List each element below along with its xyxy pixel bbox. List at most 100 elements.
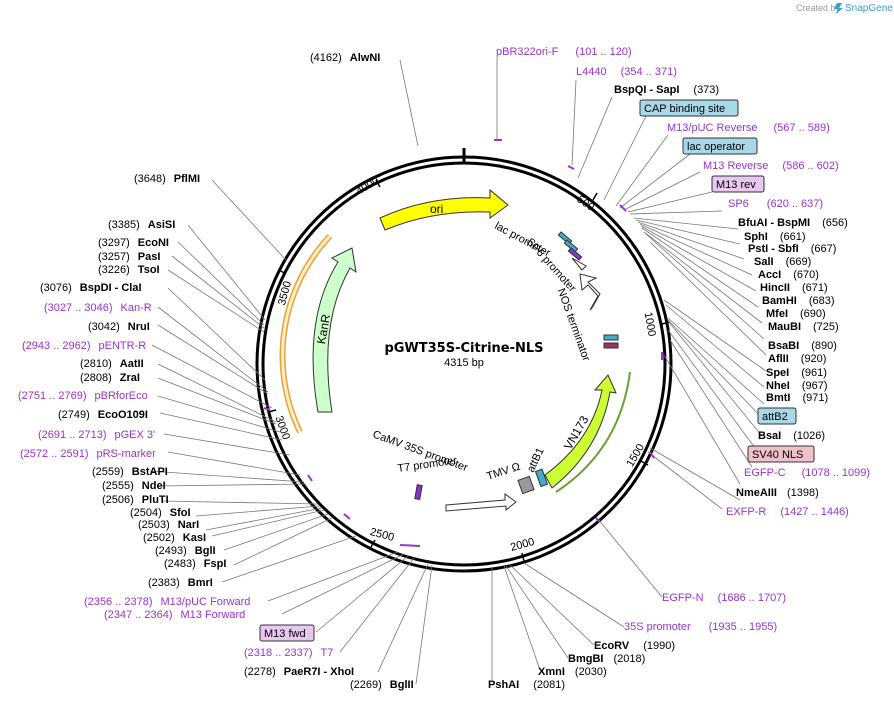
feature-box-attb2[interactable] xyxy=(757,407,797,425)
site-alwni[interactable]: (4162)AlwNI xyxy=(310,52,380,64)
watermark-brand: SnapGene xyxy=(845,3,893,14)
primer-t7[interactable]: (2318 .. 2337)T7 xyxy=(244,647,333,659)
feature-nos-terminator-arrow[interactable] xyxy=(579,273,601,311)
site-aflii[interactable]: AflII(920) xyxy=(768,353,826,365)
site-nhei[interactable]: NheI(967) xyxy=(766,380,828,392)
backbone-inner xyxy=(261,161,667,567)
site-psti-sbfi[interactable]: PstI - SbfI(667) xyxy=(748,243,836,255)
primer-pgex-3[interactable]: (2691 .. 2713)pGEX 3' xyxy=(38,429,155,441)
primer-m13-forward[interactable]: (2347 .. 2364)M13 Forward xyxy=(104,609,245,621)
site-maubi[interactable]: MauBI(725) xyxy=(768,321,839,333)
site-fspi[interactable]: (2483)FspI xyxy=(164,558,226,570)
plasmid-name: pGWT35S-Citrine-NLS xyxy=(384,341,543,356)
site-bmgbi[interactable]: BmgBI(2018) xyxy=(568,653,645,665)
site-bmti[interactable]: BmtI(971) xyxy=(766,392,828,404)
site-tsoi[interactable]: (3226)TsoI xyxy=(98,264,160,276)
feature-cap-binding-site-label: CAP binding site xyxy=(644,103,725,115)
site-nmeaiii[interactable]: NmeAIII(1398) xyxy=(736,487,819,499)
site-ecoo109i[interactable]: (2749)EcoO109I xyxy=(58,409,148,421)
primer-sp6[interactable]: SP6(620 .. 637) xyxy=(728,198,823,210)
attb2-nls-blocks[interactable] xyxy=(603,334,619,349)
site-ndei[interactable]: (2555)NdeI xyxy=(102,480,166,492)
right-connectors xyxy=(491,58,767,680)
feature-attb1-block[interactable] xyxy=(534,468,549,488)
site-sali[interactable]: SalI(669) xyxy=(754,256,811,268)
vn173-outline xyxy=(555,371,631,493)
plasmid-length: 4315 bp xyxy=(444,357,484,369)
watermark-prefix: Created by xyxy=(796,3,841,13)
site-paer7i-xhoi[interactable]: (2278)PaeR7I - XhoI xyxy=(244,666,354,678)
feature-t7-block[interactable] xyxy=(414,484,423,500)
site-pluti[interactable]: (2506)PluTI xyxy=(102,494,169,506)
site-econi[interactable]: (3297)EcoNI xyxy=(98,237,169,249)
site-nrui[interactable]: (3042)NruI xyxy=(88,321,150,333)
site-acci[interactable]: AccI(670) xyxy=(758,269,819,281)
primer-m13-puc-reverse[interactable]: M13/pUC Reverse(567 .. 589) xyxy=(667,122,830,134)
primer-egfp-n[interactable]: EGFP-N(1686 .. 1707) xyxy=(662,592,786,604)
site-bsai[interactable]: BsaI(1026) xyxy=(758,430,825,442)
site-asisi[interactable]: (3385)AsiSI xyxy=(108,219,175,231)
primer-pbrforeco[interactable]: (2751 .. 2769)pBRforEco xyxy=(18,390,148,402)
site-nari[interactable]: (2503)NarI xyxy=(138,519,199,531)
primer-pbr322ori-f[interactable]: pBR322ori-F (101 .. 120) xyxy=(496,46,632,58)
feature-kanr-label: KanR xyxy=(314,313,333,345)
site-pasi[interactable]: (3257)PasI xyxy=(98,251,160,263)
feature-attb2-label: attB2 xyxy=(762,411,788,423)
site-bstapi[interactable]: (2559)BstAPI xyxy=(92,466,168,478)
snapgene-logo-icon xyxy=(834,3,843,14)
primer-egfp-c[interactable]: EGFP-C(1078 .. 1099) xyxy=(744,467,870,479)
site-zrai[interactable]: (2808)ZraI xyxy=(80,372,140,384)
site-ecorv[interactable]: EcoRV(1990) xyxy=(594,640,675,652)
primer-m13-reverse[interactable]: M13 Reverse(586 .. 602) xyxy=(703,160,839,172)
site-bamhi[interactable]: BamHI(683) xyxy=(762,295,835,307)
feature-tmv-block[interactable] xyxy=(517,475,535,495)
primer-kan-r[interactable]: (3027 .. 3046)Kan-R xyxy=(44,302,152,314)
site-bspqi-sapi[interactable]: BspQI - SapI(373) xyxy=(614,84,719,96)
primer-prs-marker[interactable]: (2572 .. 2591)pRS-marker xyxy=(20,448,156,460)
feature-m13-rev-label: M13 rev xyxy=(716,179,756,191)
tick-label-2500: 2500 xyxy=(369,526,396,544)
ring-marks xyxy=(263,139,663,547)
site-kasi[interactable]: (2502)KasI xyxy=(143,532,206,544)
primer-pentr-r[interactable]: (2943 .. 2962)pENTR-R xyxy=(22,340,146,352)
primer-l4440[interactable]: L4440(354 .. 371) xyxy=(576,66,677,78)
tick-label-2000: 2000 xyxy=(509,536,536,554)
site-bmri[interactable]: (2383)BmrI xyxy=(148,577,213,589)
site-bfuai-bspmi[interactable]: BfuAI - BspMI(656) xyxy=(738,217,848,229)
feature-box-lac-operator[interactable] xyxy=(682,137,758,155)
feature-m13-fwd-label: M13 fwd xyxy=(264,628,306,640)
lac-cluster-blocks[interactable] xyxy=(557,231,587,271)
site-bglii[interactable]: (2269)BglII xyxy=(350,679,414,691)
tick-label-4000: 4000 xyxy=(354,175,381,198)
primer-35s-promoter[interactable]: 35S promoter(1935 .. 1955) xyxy=(624,621,777,633)
site-spei[interactable]: SpeI(961) xyxy=(766,367,827,379)
feature-attb1-label: attB1 xyxy=(525,446,547,474)
site-aatii[interactable]: (2810)AatII xyxy=(80,358,144,370)
site-pshai[interactable]: PshAI(2081) xyxy=(488,679,565,691)
left-connectors xyxy=(149,59,433,685)
primer-m13-puc-forward[interactable]: (2356 .. 2378)M13/pUC Forward xyxy=(84,596,250,608)
feature-ori-arrow[interactable] xyxy=(379,188,509,231)
feature-box-sv40-nls[interactable] xyxy=(747,445,815,463)
feature-box-cap-binding-site[interactable] xyxy=(639,99,739,117)
feature-kanr-arrow[interactable] xyxy=(312,247,357,413)
site-bgli[interactable]: (2493)BglI xyxy=(155,545,216,557)
tick-label-1000: 1000 xyxy=(642,311,658,337)
site-sfoi[interactable]: (2504)SfoI xyxy=(130,507,191,519)
feature-vn173-arrow[interactable] xyxy=(544,374,617,489)
feature-tmv-label: TMV Ω xyxy=(485,461,522,483)
site-pflmi[interactable]: (3648)PflMI xyxy=(134,173,200,185)
feature-box-m13-rev[interactable] xyxy=(711,175,765,193)
site-bsabi[interactable]: BsaBI(890) xyxy=(768,340,837,352)
site-xmni[interactable]: XmnI(2030) xyxy=(538,666,607,678)
primer-exfp-r[interactable]: EXFP-R(1427 .. 1446) xyxy=(726,506,849,518)
feature-box-m13-fwd[interactable] xyxy=(259,624,315,642)
site-hincii[interactable]: HincII(671) xyxy=(760,282,828,294)
feature-ori-label: ori xyxy=(430,202,443,216)
site-mfei[interactable]: MfeI(690) xyxy=(766,308,826,320)
feature-camv35s-arrow[interactable] xyxy=(445,493,517,512)
site-sphi[interactable]: SphI(661) xyxy=(744,231,806,243)
site-bspdi-clai[interactable]: (3076)BspDI - ClaI xyxy=(40,282,142,294)
